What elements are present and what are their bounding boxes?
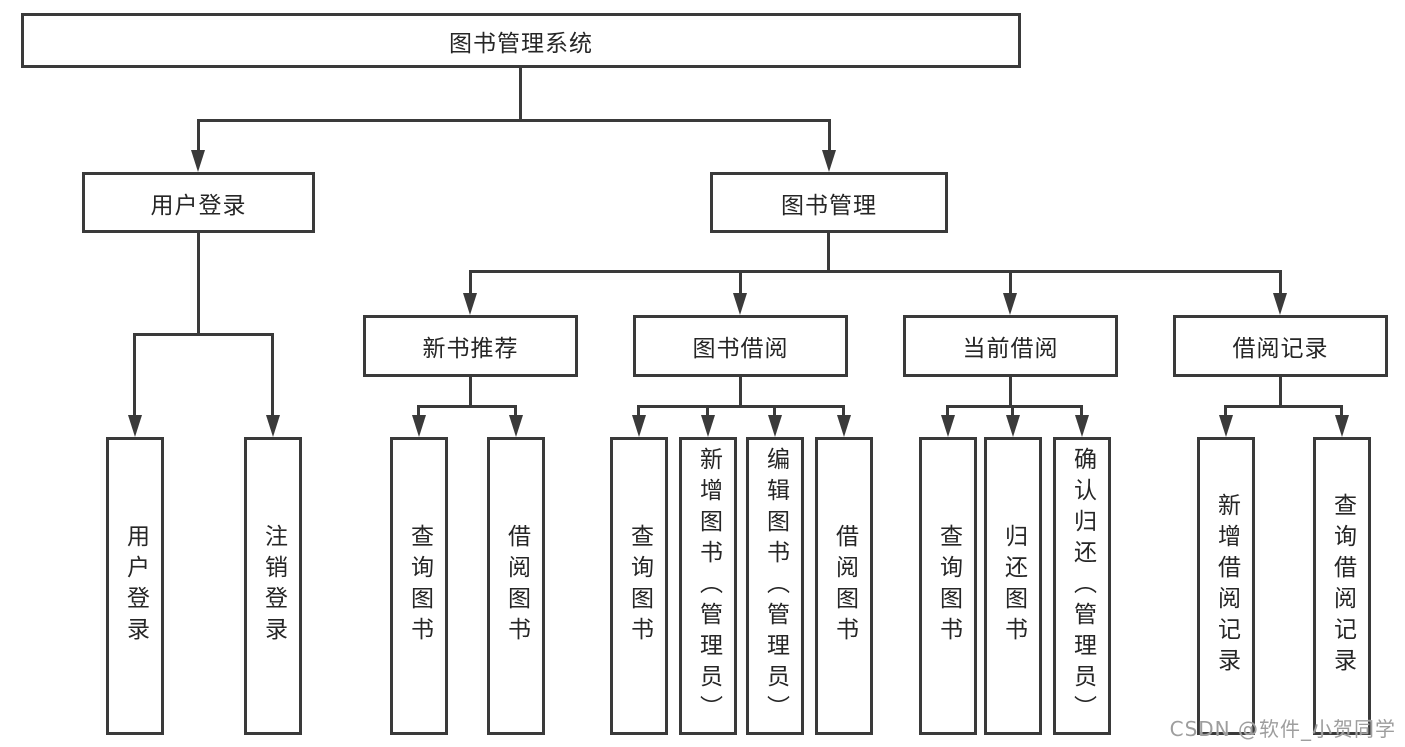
node-root-label: 图书管理系统 [449, 30, 593, 57]
connector-line [469, 270, 1282, 273]
leaf-query-books-borrow-label: 查询图书 [626, 524, 653, 648]
connector-line [827, 233, 830, 273]
arrowhead-icon [1273, 293, 1287, 315]
connector-line [773, 405, 776, 417]
connector-line [706, 405, 709, 417]
connector-line [133, 333, 136, 417]
arrowhead-icon [701, 415, 715, 437]
connector-line [1224, 405, 1227, 417]
connector-line [519, 68, 522, 121]
connector-line [946, 405, 949, 417]
leaf-confirm-return-admin: 确认归还（管理员） [1053, 437, 1111, 735]
connector-line [637, 405, 640, 417]
connector-line [1279, 377, 1282, 408]
arrowhead-icon [128, 415, 142, 437]
leaf-user-login: 用户登录 [106, 437, 164, 735]
leaf-return-books-label: 归还图书 [1000, 524, 1027, 648]
leaf-query-books-current-label: 查询图书 [935, 524, 962, 648]
node-user-login: 用户登录 [82, 172, 315, 233]
arrowhead-icon [768, 415, 782, 437]
arrowhead-icon [1006, 415, 1020, 437]
leaf-query-books-recommend-label: 查询图书 [406, 524, 433, 648]
node-book-borrow: 图书借阅 [633, 315, 848, 377]
arrowhead-icon [1335, 415, 1349, 437]
leaf-add-borrow-record: 新增借阅记录 [1197, 437, 1255, 735]
node-root: 图书管理系统 [21, 13, 1021, 68]
arrowhead-icon [733, 293, 747, 315]
connector-line [417, 405, 517, 408]
connector-line [739, 270, 742, 295]
connector-line [514, 405, 517, 417]
arrowhead-icon [1219, 415, 1233, 437]
connector-line [1009, 270, 1012, 295]
connector-line [842, 405, 845, 417]
connector-line [197, 119, 200, 152]
node-new-book-recommend-label: 新书推荐 [422, 336, 519, 362]
node-current-borrow-label: 当前借阅 [962, 336, 1059, 362]
leaf-query-books-current: 查询图书 [919, 437, 977, 735]
leaf-logout: 注销登录 [244, 437, 302, 735]
connector-line [197, 119, 831, 122]
leaf-query-books-borrow: 查询图书 [610, 437, 668, 735]
leaf-add-books-admin-label: 新增图书（管理员） [695, 446, 722, 726]
connector-line [469, 377, 472, 408]
leaf-edit-books-admin: 编辑图书（管理员） [746, 437, 804, 735]
connector-line [946, 405, 1083, 408]
leaf-borrow-books-recommend-label: 借阅图书 [503, 524, 530, 648]
leaf-borrow-books: 借阅图书 [815, 437, 873, 735]
leaf-query-books-recommend: 查询图书 [390, 437, 448, 735]
node-borrow-records-label: 借阅记录 [1232, 336, 1329, 362]
node-book-management: 图书管理 [710, 172, 948, 233]
connector-line [1224, 405, 1343, 408]
connector-line [637, 405, 845, 408]
node-user-login-label: 用户登录 [150, 192, 247, 219]
leaf-add-borrow-record-label: 新增借阅记录 [1213, 493, 1240, 679]
connector-line [417, 405, 420, 417]
node-new-book-recommend: 新书推荐 [363, 315, 578, 377]
arrowhead-icon [266, 415, 280, 437]
connector-line [1340, 405, 1343, 417]
node-current-borrow: 当前借阅 [903, 315, 1118, 377]
leaf-query-borrow-record-label: 查询借阅记录 [1329, 493, 1356, 679]
node-book-borrow-label: 图书借阅 [692, 336, 789, 362]
arrowhead-icon [191, 150, 205, 172]
connector-line [1279, 270, 1282, 295]
connector-line [828, 119, 831, 152]
node-book-management-label: 图书管理 [781, 192, 877, 219]
connector-line [469, 270, 472, 295]
arrowhead-icon [509, 415, 523, 437]
connector-line [133, 333, 274, 336]
connector-line [197, 233, 200, 336]
leaf-user-login-label: 用户登录 [122, 524, 149, 648]
node-borrow-records: 借阅记录 [1173, 315, 1388, 377]
arrowhead-icon [632, 415, 646, 437]
leaf-return-books: 归还图书 [984, 437, 1042, 735]
leaf-borrow-books-recommend: 借阅图书 [487, 437, 545, 735]
arrowhead-icon [822, 150, 836, 172]
leaf-query-borrow-record: 查询借阅记录 [1313, 437, 1371, 735]
leaf-logout-label: 注销登录 [260, 524, 287, 648]
arrowhead-icon [837, 415, 851, 437]
watermark-text: CSDN @软件_小贺同学 [1169, 717, 1396, 741]
connector-line [1011, 405, 1014, 417]
leaf-add-books-admin: 新增图书（管理员） [679, 437, 737, 735]
arrowhead-icon [412, 415, 426, 437]
connector-line [739, 377, 742, 408]
connector-line [1009, 377, 1012, 408]
arrowhead-icon [1003, 293, 1017, 315]
arrowhead-icon [941, 415, 955, 437]
arrowhead-icon [463, 293, 477, 315]
connector-line [271, 333, 274, 417]
leaf-borrow-books-label: 借阅图书 [831, 524, 858, 648]
leaf-confirm-return-admin-label: 确认归还（管理员） [1069, 446, 1096, 726]
leaf-edit-books-admin-label: 编辑图书（管理员） [762, 446, 789, 726]
connector-line [1080, 405, 1083, 417]
arrowhead-icon [1075, 415, 1089, 437]
